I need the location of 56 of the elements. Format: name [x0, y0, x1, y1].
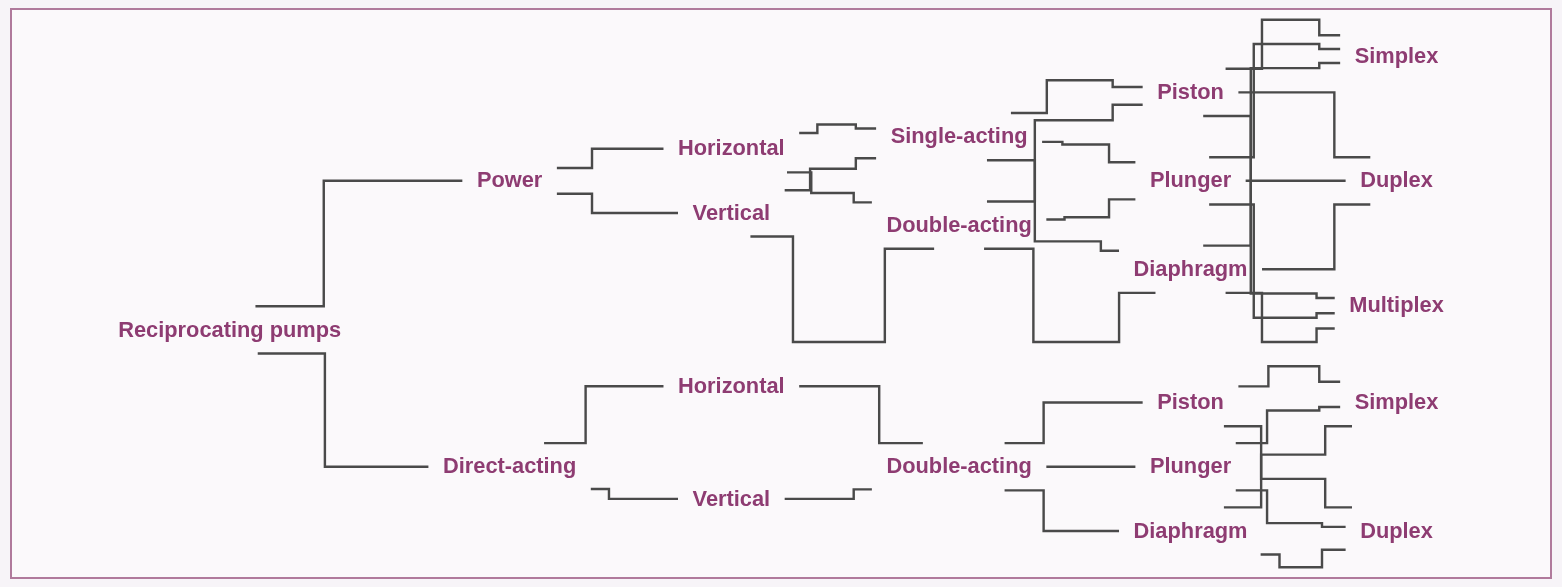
connector [1245, 179, 1346, 183]
connector [750, 235, 935, 344]
node-text: Double-acting [886, 454, 1032, 479]
connector [1235, 489, 1346, 529]
node-text: Horizontal [678, 136, 785, 161]
node-text: Duplex [1360, 168, 1433, 193]
connector [986, 103, 1143, 203]
connector [784, 488, 872, 501]
node-text: Piston [1157, 79, 1224, 104]
connector [1042, 140, 1136, 164]
node-text: Simplex [1354, 389, 1439, 415]
node-text: Duplex [1360, 518, 1433, 543]
connector [1238, 91, 1371, 159]
connector [1203, 61, 1341, 247]
connector [784, 156, 877, 192]
node-text: Double-acting [886, 212, 1032, 237]
connector [1209, 42, 1341, 159]
connector [799, 384, 923, 445]
connector [1225, 291, 1335, 344]
node-text: Diaphragm [1133, 256, 1248, 281]
connector [1225, 18, 1341, 70]
node-text: Multiplex [1349, 292, 1444, 318]
connector [1260, 548, 1346, 569]
node-text: Direct-acting [442, 454, 577, 479]
node-text: Diaphragm [1133, 518, 1248, 543]
node-text: Horizontal [678, 373, 785, 398]
connector [1209, 203, 1335, 319]
connector [556, 147, 664, 170]
connector [1004, 401, 1143, 445]
connector [1010, 79, 1143, 115]
connector [984, 247, 1156, 344]
node-text: Simplex [1354, 43, 1439, 68]
connector [255, 179, 463, 308]
connector [1223, 424, 1352, 509]
connector [1046, 465, 1136, 468]
connector [799, 123, 877, 135]
connector [1235, 405, 1341, 445]
connector [986, 159, 1120, 252]
node-text: Single-acting [890, 123, 1028, 149]
node-text: Plunger [1149, 168, 1232, 193]
connector [1004, 489, 1120, 533]
node-text: Vertical [692, 200, 771, 225]
connector [1262, 203, 1371, 271]
node-text: Power [476, 168, 543, 193]
connector [1046, 198, 1136, 221]
connector [257, 352, 429, 468]
node-text: Vertical [692, 486, 771, 511]
node-text: Piston [1157, 389, 1224, 415]
connector [590, 487, 678, 501]
connector [556, 192, 678, 215]
node-text: Plunger [1149, 454, 1232, 479]
connector [544, 384, 664, 445]
node-text: Reciprocating pumps [118, 317, 342, 342]
connector [1203, 114, 1335, 300]
connector [787, 171, 872, 204]
connector [1238, 365, 1341, 388]
